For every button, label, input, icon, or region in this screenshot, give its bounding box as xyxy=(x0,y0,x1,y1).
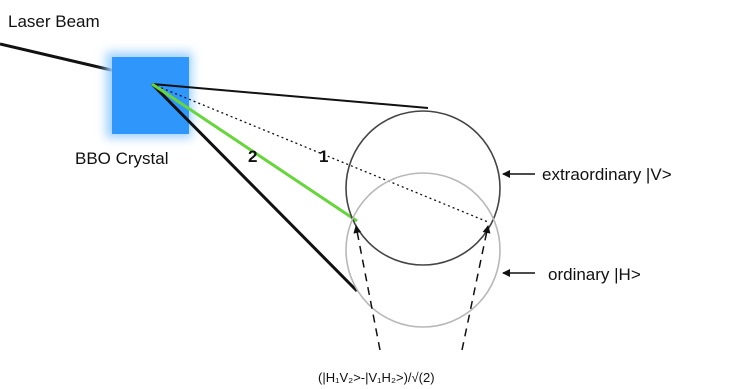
laser-beam-label: Laser Beam xyxy=(8,12,100,31)
entangled-state-label: (|H₁V₂>-|V₁H₂>)/√(2) xyxy=(318,370,435,385)
beam-2-line xyxy=(151,82,358,223)
cone-lower-line xyxy=(150,82,359,293)
ordinary-circle xyxy=(345,172,501,328)
dashed-line-right xyxy=(461,225,491,351)
beam-2-label: 2 xyxy=(248,147,257,166)
bbo-crystal xyxy=(112,57,189,134)
beam-1-line xyxy=(151,83,489,223)
beam-1-label: 1 xyxy=(319,147,328,166)
ordinary-label: ordinary |H> xyxy=(548,265,641,284)
extraordinary-label: extraordinary |V> xyxy=(542,165,672,184)
cone-upper-line xyxy=(151,83,429,109)
extraordinary-circle xyxy=(345,110,501,266)
dashed-line-left xyxy=(353,225,381,351)
bbo-crystal-label: BBO Crystal xyxy=(75,149,169,168)
laser-beam-line xyxy=(0,42,125,75)
